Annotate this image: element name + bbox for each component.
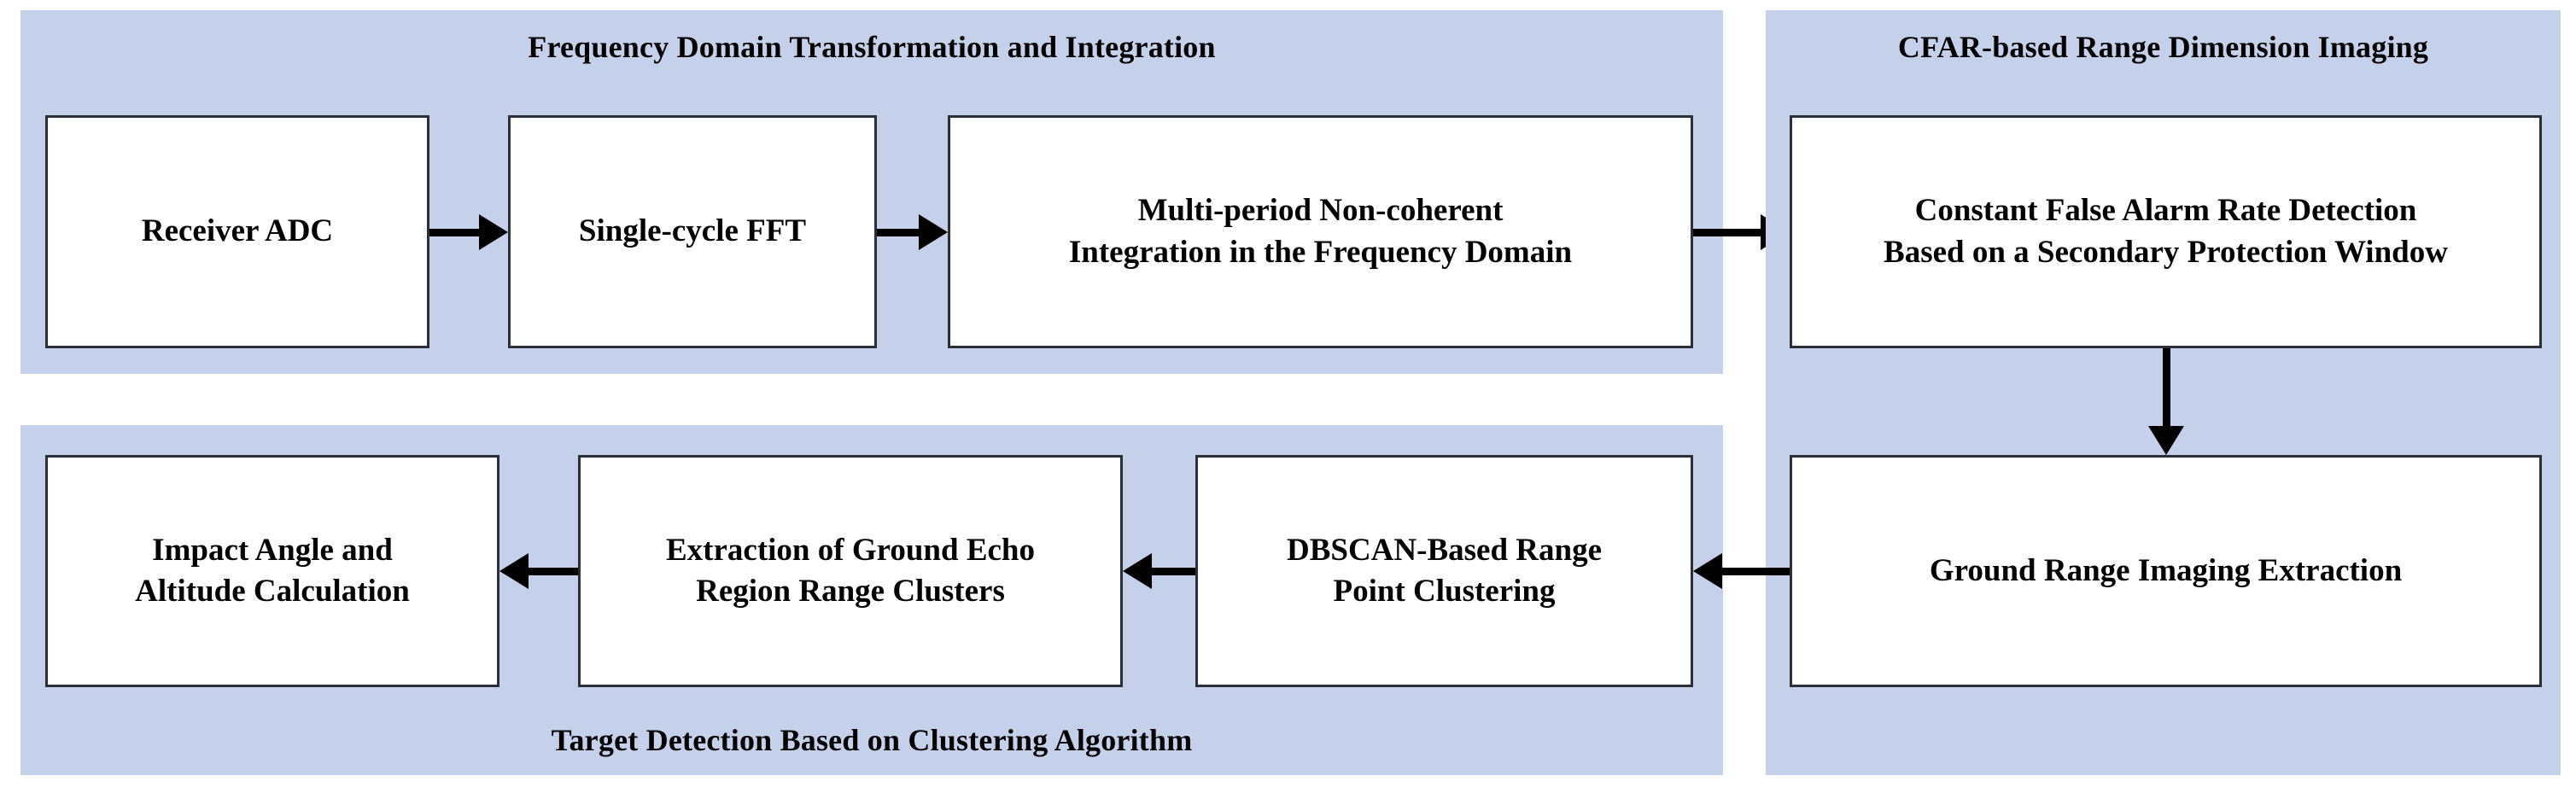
node-cfar-detection-line1: Constant False Alarm Rate Detection: [1914, 193, 2417, 229]
arrow-shaft: [525, 568, 578, 575]
arrow-head-right: [919, 214, 948, 250]
arrow-head-right: [479, 214, 508, 250]
node-receiver-adc-label: Receiver ADC: [141, 213, 334, 249]
arrow-shaft: [877, 229, 922, 236]
arrow-head-left: [1693, 553, 1722, 589]
node-ground-echo-clusters[interactable]: Extraction of Ground Echo Region Range C…: [578, 455, 1123, 687]
node-receiver-adc[interactable]: Receiver ADC: [45, 115, 429, 348]
arrow-shaft: [1148, 568, 1195, 575]
node-dbscan-clustering-label: DBSCAN-Based Range Point Clustering: [1206, 530, 1682, 612]
node-dbscan-clustering[interactable]: DBSCAN-Based Range Point Clustering: [1195, 455, 1693, 687]
node-ground-echo-clusters-line1: Extraction of Ground Echo: [665, 532, 1036, 568]
arrow-head-down: [2148, 426, 2184, 455]
node-multiperiod-integration-label: Multi-period Non-coherent Integration in…: [959, 190, 1682, 272]
arrow-shaft: [1693, 229, 1764, 236]
arrow-shaft: [429, 229, 482, 236]
node-multiperiod-integration[interactable]: Multi-period Non-coherent Integration in…: [948, 115, 1693, 348]
node-impact-angle-altitude-label: Impact Angle and Altitude Calculation: [56, 530, 488, 612]
node-dbscan-clustering-line1: DBSCAN-Based Range: [1286, 532, 1602, 568]
node-dbscan-clustering-line2: Point Clustering: [1333, 574, 1556, 609]
arrow-shaft: [2163, 348, 2170, 429]
node-impact-angle-altitude-line1: Impact Angle and: [152, 532, 393, 568]
node-multiperiod-integration-line2: Integration in the Frequency Domain: [1068, 234, 1573, 270]
node-cfar-detection[interactable]: Constant False Alarm Rate Detection Base…: [1790, 115, 2542, 348]
panel-target-detection-caption: Target Detection Based on Clustering Alg…: [551, 723, 1193, 757]
node-impact-angle-altitude[interactable]: Impact Angle and Altitude Calculation: [45, 455, 499, 687]
panel-cfar-imaging-title: CFAR-based Range Dimension Imaging: [1897, 30, 2429, 64]
node-ground-echo-clusters-label: Extraction of Ground Echo Region Range C…: [589, 530, 1112, 612]
node-multiperiod-integration-line1: Multi-period Non-coherent: [1137, 193, 1504, 229]
node-ground-range-imaging[interactable]: Ground Range Imaging Extraction: [1790, 455, 2542, 687]
panel-frequency-domain-title: Frequency Domain Transformation and Inte…: [528, 30, 1216, 64]
arrow-shaft: [1719, 568, 1790, 575]
node-ground-range-imaging-label: Ground Range Imaging Extraction: [1929, 552, 2403, 588]
node-single-cycle-fft[interactable]: Single-cycle FFT: [508, 115, 877, 348]
arrow-head-left: [1123, 553, 1152, 589]
node-impact-angle-altitude-line2: Altitude Calculation: [135, 574, 410, 609]
node-single-cycle-fft-label: Single-cycle FFT: [578, 213, 807, 249]
node-ground-echo-clusters-line2: Region Range Clusters: [696, 574, 1005, 609]
node-cfar-detection-line2: Based on a Secondary Protection Window: [1884, 234, 2448, 270]
arrow-head-left: [499, 553, 529, 589]
node-cfar-detection-label: Constant False Alarm Rate Detection Base…: [1801, 190, 2531, 272]
